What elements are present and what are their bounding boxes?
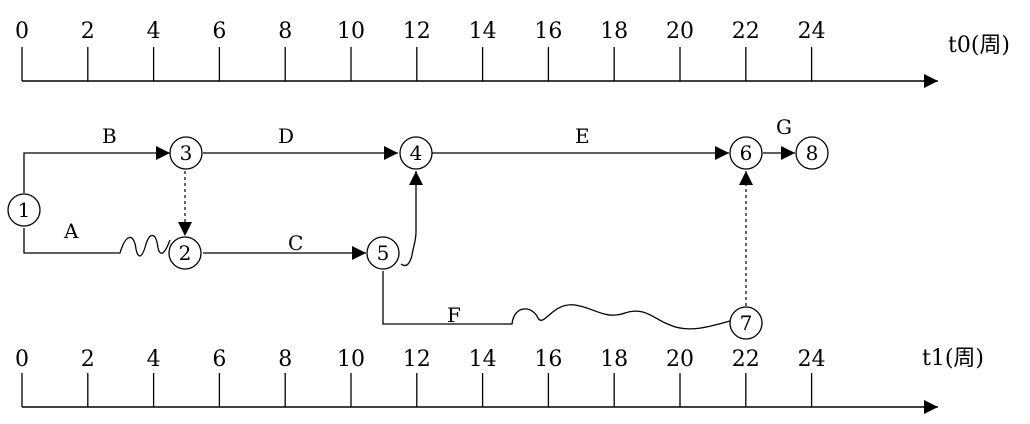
node-5: 5 [366, 236, 400, 270]
bottom-axis-tick-label-6: 6 [212, 347, 226, 372]
top-axis-tick-label-14: 14 [469, 19, 497, 44]
node-8: 8 [795, 136, 829, 170]
node-1: 1 [7, 193, 41, 227]
top-axis-label: t0(周) [948, 33, 1010, 58]
top-axis-tick-label-2: 2 [81, 19, 95, 44]
activity-label-d: D [278, 124, 294, 148]
node-8-label: 8 [806, 141, 819, 165]
node-3: 3 [169, 136, 203, 170]
node-3-label: 3 [180, 141, 193, 165]
node-2-label: 2 [179, 241, 192, 265]
dummy-5-4-arrow [400, 171, 423, 267]
bottom-axis-tick-label-0: 0 [15, 347, 29, 372]
top-axis-tick-label-20: 20 [666, 19, 694, 44]
activity-f-arrow [382, 271, 731, 330]
top-axis-tick-label-18: 18 [600, 19, 628, 44]
top-axis-tick-label-22: 22 [732, 19, 760, 44]
bottom-axis-label: t1(周) [922, 346, 984, 371]
bottom-axis-tick-label-16: 16 [534, 347, 562, 372]
node-1-label: 1 [18, 198, 31, 222]
node-7: 7 [729, 306, 763, 340]
bottom-axis-tick-label-8: 8 [278, 347, 292, 372]
top-axis-tick-label-16: 16 [534, 19, 562, 44]
node-4-label: 4 [410, 141, 423, 165]
event-nodes: 1 2 3 4 5 6 7 8 [7, 136, 829, 340]
bottom-axis-tick-label-12: 12 [403, 347, 431, 372]
node-2: 2 [168, 236, 202, 270]
activity-label-b: B [102, 124, 117, 148]
node-7-label: 7 [740, 311, 753, 335]
node-6: 6 [729, 136, 763, 170]
activity-label-c: C [288, 231, 303, 255]
activity-b-arrow [23, 146, 170, 193]
top-axis-tick-label-24: 24 [798, 19, 826, 44]
top-axis-tick-label-6: 6 [212, 19, 226, 44]
top-axis-tick-label-4: 4 [147, 19, 161, 44]
bottom-axis-tick-label-10: 10 [337, 347, 365, 372]
activity-label-f: F [447, 303, 461, 327]
node-4: 4 [399, 136, 433, 170]
top-axis-tick-label-12: 12 [403, 19, 431, 44]
node-5-label: 5 [377, 241, 390, 265]
top-axis-tick-label-0: 0 [15, 19, 29, 44]
top-axis-tick-label-10: 10 [337, 19, 365, 44]
node-6-label: 6 [740, 141, 753, 165]
bottom-axis-tick-label-14: 14 [469, 347, 497, 372]
activity-label-g: G [776, 115, 792, 139]
bottom-axis-tick-label-22: 22 [732, 347, 760, 372]
bottom-axis-tick-label-2: 2 [81, 347, 95, 372]
bottom-axis-tick-label-20: 20 [666, 347, 694, 372]
activity-label-e: E [575, 124, 590, 148]
activity-arrows [23, 146, 795, 330]
activity-a-arrow [23, 228, 171, 257]
bottom-axis-tick-label-24: 24 [798, 347, 826, 372]
bottom-axis-tick-label-4: 4 [147, 347, 161, 372]
activity-labels: B A D E G C F [63, 115, 792, 327]
bottom-axis-tick-label-18: 18 [600, 347, 628, 372]
top-axis-tick-label-8: 8 [278, 19, 292, 44]
activity-label-a: A [63, 219, 79, 243]
